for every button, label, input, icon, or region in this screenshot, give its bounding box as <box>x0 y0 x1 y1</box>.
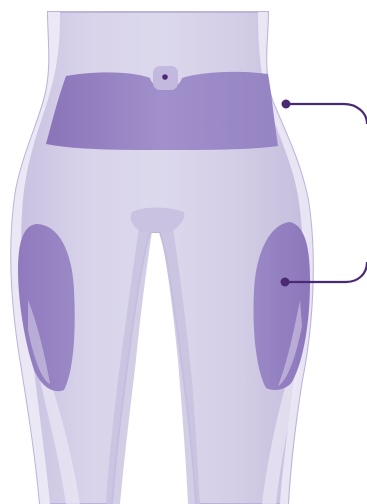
abdomen-callout-line <box>286 104 367 124</box>
navel-dot <box>162 74 168 80</box>
abdomen-callout <box>282 100 367 125</box>
